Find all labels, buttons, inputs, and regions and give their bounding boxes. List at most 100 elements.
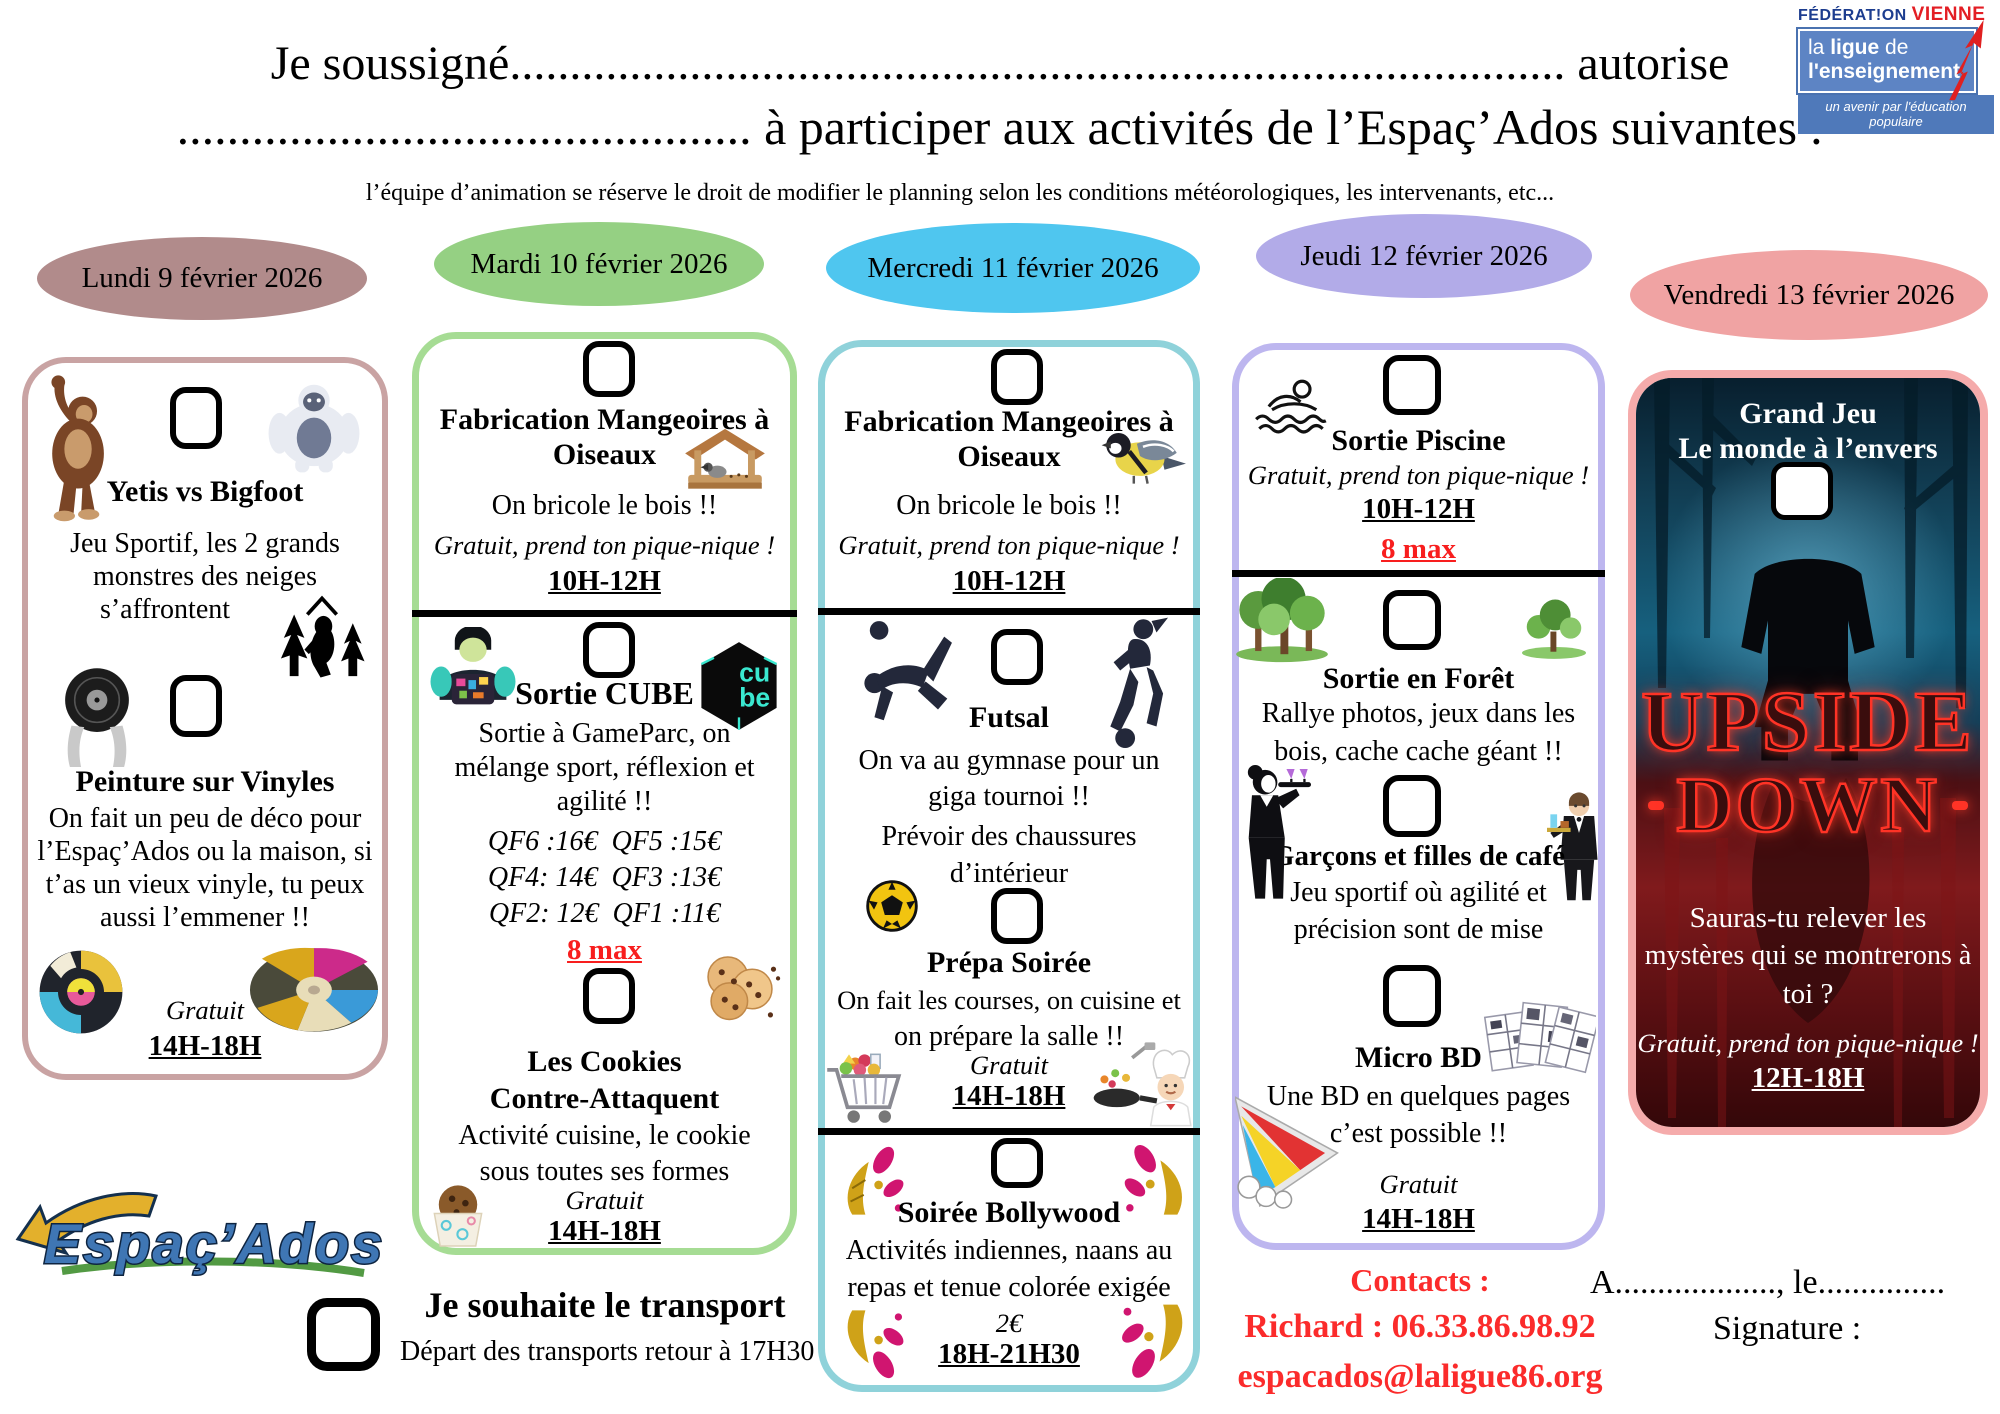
day-oval-vendredi: Vendredi 13 février 2026 — [1630, 250, 1988, 340]
activity-time: 14H-18H — [148, 1030, 262, 1062]
espacados-brand-text: Espaç’Ados — [44, 1212, 385, 1275]
activity-desc: c’est possible !! — [1329, 1118, 1508, 1149]
comic-burst-icon — [1235, 1096, 1339, 1209]
divider — [818, 608, 1200, 615]
activity-checkbox-cookies[interactable] — [583, 968, 635, 1024]
activity-desc: repas et tenue colorée exigée — [847, 1272, 1171, 1303]
monday-card: Yetis vs Bigfoot Jeu Sportif, les 2 gran… — [22, 357, 388, 1080]
activity-price: 2€ — [995, 1308, 1023, 1338]
soussigne-label: Je soussigné — [270, 37, 510, 90]
activity-checkbox-mangeoires[interactable] — [583, 341, 635, 397]
federation-title: FÉDÉRAT!ON VIENNE — [1798, 4, 1998, 26]
activity-desc: d’intérieur — [949, 858, 1069, 889]
activity-desc: précision sont de mise — [1293, 914, 1544, 945]
activity-checkbox-microbd[interactable] — [1383, 965, 1441, 1027]
activity-checkbox-futsal[interactable] — [991, 629, 1043, 685]
activity-pricing: QF6 :16€ QF5 :15€ — [487, 826, 722, 857]
tuesday-card: Fabrication Mangeoires à Oiseaux On bric… — [412, 332, 797, 1255]
poster-word-upside: UPSIDE — [1640, 673, 1975, 769]
contact-phone: Richard : 06.33.86.98.92 — [1244, 1308, 1596, 1345]
activity-title: Les Cookies — [527, 1045, 682, 1078]
activity-desc: monstres des neiges — [93, 561, 317, 592]
activity-checkbox-yetis[interactable] — [170, 387, 222, 449]
futsal-player-icon — [864, 621, 952, 721]
activity-desc: mélange sport, réflexion et — [454, 752, 755, 783]
bollywood-splash-icon — [1122, 1304, 1183, 1378]
activity-desc: Une BD en quelques pages — [1266, 1081, 1571, 1112]
soccer-ball-icon — [866, 880, 918, 932]
birdhouse-icon — [685, 428, 765, 489]
transport-title: Je souhaite le transport — [424, 1285, 786, 1325]
activity-pricing: QF2: 12€ QF1 :11€ — [488, 898, 721, 929]
contact-email: espacados@laligue86.org — [1237, 1358, 1603, 1395]
activity-title: Yetis vs Bigfoot — [106, 475, 304, 508]
bird-icon — [1101, 433, 1186, 484]
boy-silhouette-icon — [1741, 558, 1875, 761]
name-blank-dots: ........................................… — [509, 37, 1566, 90]
wednesday-card: Fabrication Mangeoires à Oiseaux On bric… — [818, 340, 1200, 1392]
bollywood-splash-icon — [1124, 1144, 1183, 1215]
activity-desc: On fait un peu de déco pour — [48, 803, 362, 834]
activity-checkbox-cube[interactable] — [583, 622, 635, 678]
activity-checkbox-piscine[interactable] — [1383, 355, 1441, 415]
activity-desc: On fait les courses, on cuisine et — [837, 985, 1181, 1015]
forest-icon — [1522, 599, 1586, 659]
activity-checkbox-foret[interactable] — [1383, 590, 1441, 650]
activity-desc: Jeu Sportif, les 2 grands — [70, 528, 340, 559]
activity-desc: Activités indiennes, naans au — [845, 1235, 1173, 1266]
activity-title: Micro BD — [1355, 1041, 1482, 1074]
activity-checkbox-cafe[interactable] — [1383, 775, 1441, 837]
day-oval-jeudi: Jeudi 12 février 2026 — [1256, 214, 1592, 298]
activity-desc: Activité cuisine, le cookie — [458, 1120, 751, 1151]
activity-checkbox-bollywood[interactable] — [991, 1138, 1043, 1188]
activity-title: Fabrication Mangeoires à — [439, 403, 770, 436]
activity-checkbox-mangeoires2[interactable] — [991, 349, 1043, 405]
cupcake-icon — [433, 1185, 483, 1247]
activity-title: Soirée Bollywood — [897, 1196, 1121, 1229]
activity-time: 18H-21H30 — [938, 1338, 1080, 1370]
swimmer-icon — [1255, 379, 1327, 434]
futsal-player-icon — [1110, 617, 1169, 748]
chef-icon — [1093, 1042, 1192, 1127]
ligue-mid: de — [1879, 36, 1909, 59]
activity-desc: Rallye photos, jeux dans les — [1261, 698, 1576, 729]
federation-city: VIENNE — [1911, 4, 1986, 25]
butler-icon — [1547, 792, 1598, 901]
autorise-label: autorise — [1565, 37, 1730, 90]
activity-note: Gratuit, prend ton pique-nique ! — [838, 530, 1180, 560]
header-line2: ........................................… — [0, 98, 2000, 156]
activity-time: 14H-18H — [1362, 1203, 1475, 1235]
divider — [1232, 570, 1605, 577]
thursday-card: Sortie Piscine Gratuit, prend ton pique-… — [1232, 343, 1605, 1250]
activity-title: Prépa Soirée — [926, 946, 1092, 979]
activity-title: Peinture sur Vinyles — [75, 765, 335, 798]
activity-desc: Sauras-tu relever les — [1689, 902, 1927, 934]
activity-desc: s’affrontent — [99, 594, 231, 625]
grocery-cart-icon — [827, 1053, 902, 1123]
header-line1: Je soussigné............................… — [0, 36, 2000, 91]
activity-note: Gratuit, prend ton pique-nique ! — [1247, 460, 1590, 490]
federation-label: FÉDÉRAT!ON — [1798, 7, 1907, 24]
activity-desc: Prévoir des chaussures — [881, 821, 1137, 852]
activity-price: Gratuit — [565, 1185, 644, 1215]
divider — [412, 610, 797, 617]
activity-desc: Sortie à GameParc, on — [478, 718, 731, 749]
activity-checkbox-grandjeu[interactable] — [1771, 462, 1833, 520]
painted-vinyl-icon — [249, 947, 379, 1032]
activity-checkbox-vinyles[interactable] — [170, 675, 222, 737]
activity-title: Oiseaux — [957, 440, 1061, 473]
activity-pricing: QF4: 14€ QF3 :13€ — [487, 862, 722, 893]
forest-silhouette-icon — [280, 595, 365, 678]
activity-desc: sous toutes ses formes — [479, 1156, 730, 1187]
activity-price: Gratuit — [165, 995, 245, 1025]
ligue-name-line1: la ligue de — [1808, 36, 1966, 60]
poster-word-down-text: DOWN — [1675, 761, 1940, 848]
activity-title: Sortie Piscine — [1331, 424, 1506, 457]
activity-checkbox-prepa[interactable] — [991, 888, 1043, 944]
transport-checkbox[interactable] — [307, 1298, 380, 1371]
day-oval-lundi: Lundi 9 février 2026 — [37, 237, 367, 320]
divider — [818, 1128, 1200, 1135]
place-date-blank: A..................., le............... — [1590, 1264, 1946, 1301]
painted-vinyl-icon — [39, 950, 123, 1034]
